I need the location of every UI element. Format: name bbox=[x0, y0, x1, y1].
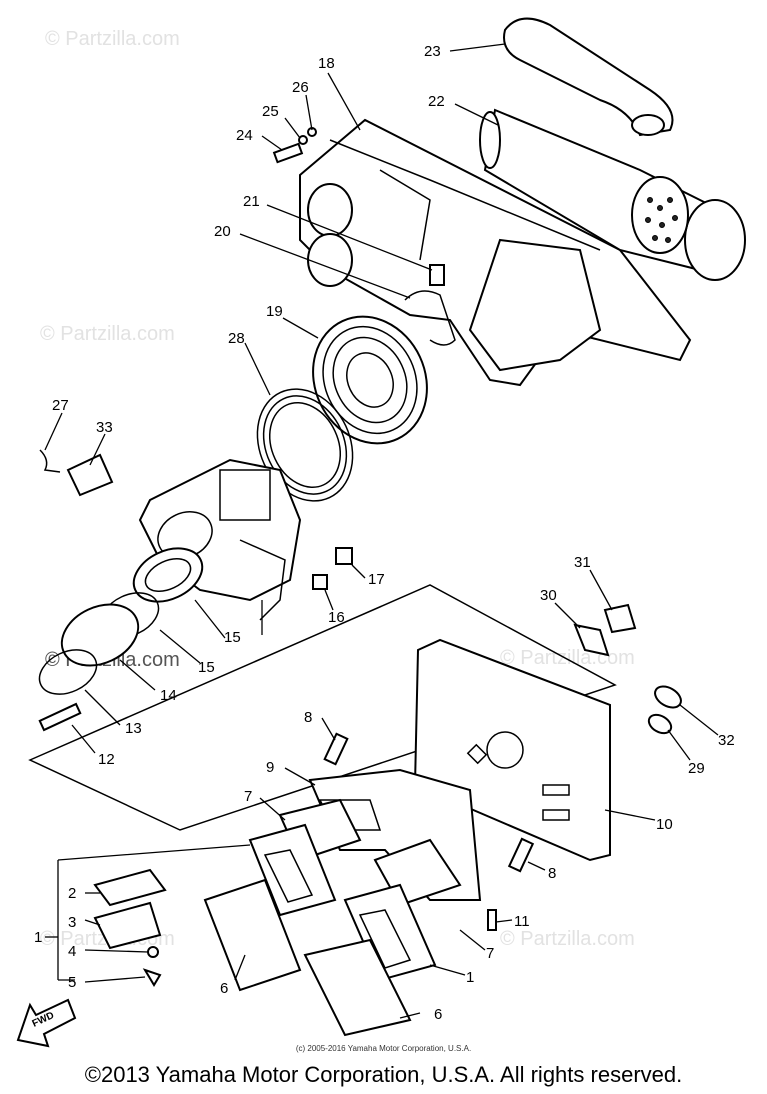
callout-6: 6 bbox=[220, 980, 228, 997]
bolt-8 bbox=[323, 732, 349, 766]
callout-10: 10 bbox=[656, 816, 673, 833]
band-28 bbox=[256, 388, 354, 502]
callout-20: 20 bbox=[214, 223, 231, 240]
callout-5: 5 bbox=[68, 974, 76, 991]
stopper-3 bbox=[93, 901, 162, 950]
intake-duct bbox=[503, 17, 674, 137]
joint-19 bbox=[312, 315, 428, 445]
callout-25: 25 bbox=[262, 103, 279, 120]
callouts: 23 22 18 26 25 24 21 20 19 28 27 33 17 1… bbox=[34, 43, 735, 1023]
leader-lines bbox=[44, 43, 719, 1019]
callout-11: 11 bbox=[514, 913, 530, 930]
callout-24: 24 bbox=[236, 127, 253, 144]
callout-32: 32 bbox=[718, 732, 735, 749]
callout-13: 13 bbox=[125, 720, 142, 737]
callout-29: 29 bbox=[688, 760, 705, 777]
bolt-11 bbox=[487, 909, 497, 931]
callout-30: 30 bbox=[540, 587, 557, 604]
callout-7: 7 bbox=[244, 788, 252, 805]
callout-17: 17 bbox=[368, 571, 385, 588]
assembly-boundary bbox=[28, 584, 617, 831]
small-copyright: (c) 2005-2016 Yamaha Motor Corporation, … bbox=[295, 1044, 472, 1053]
callout-12: 12 bbox=[98, 751, 115, 768]
callout-18: 18 bbox=[318, 55, 335, 72]
air-silencer-box bbox=[299, 118, 692, 387]
callout-1b: 1 bbox=[466, 969, 474, 986]
plate-6b bbox=[303, 938, 412, 1037]
screw-21 bbox=[429, 264, 445, 286]
callout-6b: 6 bbox=[434, 1006, 442, 1023]
callout-19: 19 bbox=[266, 303, 283, 320]
washer-4 bbox=[147, 946, 159, 958]
nut-17 bbox=[335, 547, 353, 565]
callout-14: 14 bbox=[160, 687, 177, 704]
collar-16 bbox=[312, 574, 328, 590]
callout-4: 4 bbox=[68, 943, 76, 960]
watermark: © Partzilla.com bbox=[45, 28, 180, 50]
grommet-30 bbox=[573, 623, 610, 657]
callout-15: 15 bbox=[224, 629, 241, 646]
plate-6 bbox=[203, 878, 302, 992]
grommet-29 bbox=[647, 713, 673, 735]
plate-33 bbox=[66, 453, 114, 497]
bolt-8b bbox=[507, 837, 535, 873]
callout-8b: 8 bbox=[548, 865, 556, 882]
clamp-20 bbox=[404, 290, 456, 346]
carburetor bbox=[138, 458, 302, 635]
reed-2 bbox=[93, 868, 167, 907]
callout-9: 9 bbox=[266, 759, 274, 776]
copyright-footer: ©2013 Yamaha Motor Corporation, U.S.A. A… bbox=[84, 1062, 683, 1087]
air-filter-element bbox=[479, 108, 746, 281]
spring-clip-27 bbox=[39, 449, 61, 473]
bolt-24 bbox=[272, 142, 304, 164]
callout-7b: 7 bbox=[486, 945, 494, 962]
callout-16: 16 bbox=[328, 609, 345, 626]
assembly-bracket bbox=[57, 844, 251, 981]
callout-26: 26 bbox=[292, 79, 309, 96]
plate-31 bbox=[603, 603, 637, 634]
screw-5 bbox=[142, 968, 162, 987]
watermark: © Partzilla.com bbox=[500, 647, 635, 669]
callout-33: 33 bbox=[96, 419, 113, 436]
watermark: © Partzilla.com bbox=[40, 323, 175, 345]
gaskets bbox=[38, 547, 204, 695]
callout-21: 21 bbox=[243, 193, 260, 210]
callout-1: 1 bbox=[34, 929, 42, 946]
callout-22: 22 bbox=[428, 93, 445, 110]
callout-31: 31 bbox=[574, 554, 591, 571]
callout-2: 2 bbox=[68, 885, 76, 902]
fwd-arrow: FWD bbox=[16, 998, 77, 1048]
callout-28: 28 bbox=[228, 330, 245, 347]
callout-3: 3 bbox=[68, 914, 76, 931]
callout-23: 23 bbox=[424, 43, 441, 60]
washer-25 bbox=[298, 135, 308, 145]
stud-12 bbox=[38, 702, 82, 732]
callout-8: 8 bbox=[304, 709, 312, 726]
watermark: © Partzilla.com bbox=[500, 928, 635, 950]
callout-15b: 15 bbox=[198, 659, 215, 676]
cap-32 bbox=[654, 685, 682, 709]
callout-27: 27 bbox=[52, 397, 69, 414]
reed-valve-1 bbox=[248, 823, 337, 917]
